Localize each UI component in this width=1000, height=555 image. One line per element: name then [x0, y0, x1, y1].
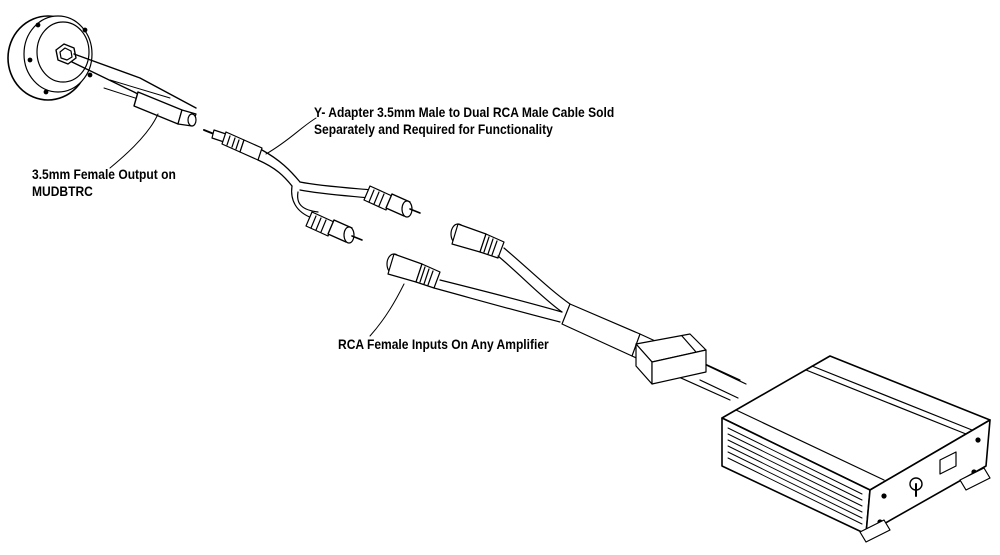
3-5mm-male-plug: [203, 129, 263, 161]
output-callout-line2: MUDBTRC: [32, 183, 93, 199]
output-callout: 3.5mm Female Output on MUDBTRC: [32, 166, 176, 200]
rca-female-input-upper: [450, 223, 505, 259]
mudbtrc-puck: [7, 15, 93, 101]
rca-inputs-callout-line1: RCA Female Inputs On Any Amplifier: [338, 336, 549, 352]
rca-inputs-callout: RCA Female Inputs On Any Amplifier: [338, 336, 549, 353]
rca-male-plug-left: [305, 211, 363, 244]
y-adapter-callout: Y- Adapter 3.5mm Male to Dual RCA Male C…: [314, 104, 614, 138]
amplifier-box: [721, 355, 991, 543]
rca-female-input-lower: [386, 253, 441, 289]
amplifier-cable: [433, 247, 747, 401]
rca-male-plug-right: [363, 185, 421, 218]
3-5mm-female-output: [133, 91, 197, 127]
leader-lines: [109, 113, 405, 337]
output-callout-line1: 3.5mm Female Output on: [32, 166, 176, 182]
y-adapter-callout-line1: Y- Adapter 3.5mm Male to Dual RCA Male C…: [314, 104, 615, 120]
y-adapter-cable: [257, 149, 373, 219]
y-adapter-callout-line2: Separately and Required for Functionalit…: [314, 121, 553, 137]
